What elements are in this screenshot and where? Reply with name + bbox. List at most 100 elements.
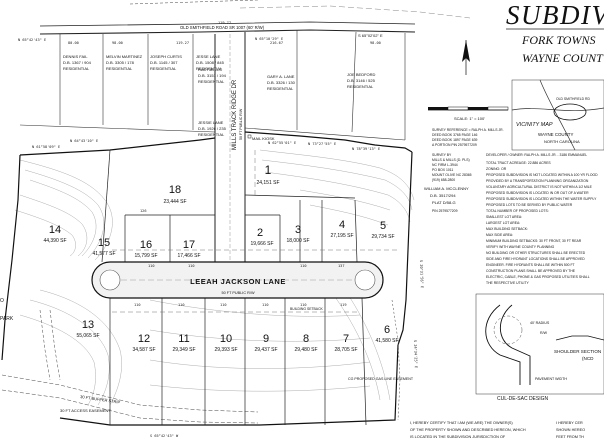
bearing-text: N 78°39'13" E xyxy=(352,147,380,151)
lot-number: 13 xyxy=(82,319,94,331)
lot-area: 17,466 SF xyxy=(177,253,200,259)
cul-de-sac-radius: 40' RADIUS xyxy=(530,321,550,325)
note-line: ZONING: OR xyxy=(486,167,507,171)
lot-15: 15 41,577 SF xyxy=(92,237,115,257)
mail-kiosk: MAIL KIOSK xyxy=(252,136,275,141)
lot-number: 9 xyxy=(263,333,269,345)
tract-boundary xyxy=(1,131,413,426)
bearing-text: N 62°55'01" E xyxy=(268,141,296,145)
general-notes: DEVELOPER / OWNER: RALPH A. MILLS JR. - … xyxy=(432,153,598,285)
bearing-labels: N 65°42'43" E N 65°10'29" E N 64°43'10" … xyxy=(18,37,424,438)
bearing-text: S 24°34'25" E xyxy=(413,340,418,368)
lot-area: 24,151 SF xyxy=(256,180,279,186)
note-line: SMALLEST LOT AREA: xyxy=(486,215,522,219)
surveyor-line: MOUNT OLIVE NC 28365 xyxy=(432,173,472,177)
lot-16: 16 15,799 SF xyxy=(134,239,157,259)
lot-number: 18 xyxy=(169,184,181,196)
certification-line: I, HEREBY CERTIFY THAT I AM (WE ARE) THE… xyxy=(410,421,513,425)
dimension: 126 xyxy=(140,209,147,213)
lot-12: 12 34,587 SF xyxy=(132,333,155,353)
lot-2: 2 19,666 SF xyxy=(250,227,273,247)
note-line: PROPOSED SUBDIVISION IS LOCATED IN OR OU… xyxy=(486,191,589,195)
bearing-text: S 20°31'56" E xyxy=(419,260,424,288)
certification-right-line: I HEREBY CER xyxy=(556,421,583,425)
lot-number: 17 xyxy=(183,239,195,251)
survey-note: SURVEY REFERENCE = RALPH A. MILLS JR. xyxy=(432,128,504,132)
lot-18: 18 23,444 SF xyxy=(163,184,186,205)
note-line: LARGEST LOT AREA: xyxy=(486,221,520,225)
lot-8: 8 29,480 SF xyxy=(294,333,317,353)
vicinity-title: VICINITY MAP xyxy=(516,122,553,128)
lot-number: 5 xyxy=(380,220,386,232)
lot-1: 1 24,151 SF xyxy=(256,163,279,186)
lot-area: 19,666 SF xyxy=(250,241,273,247)
cul-de-sac-title: CUL-DE-SAC DESIGN xyxy=(497,396,549,402)
plat-title: SUBDIVIS xyxy=(506,0,604,30)
gas-easement-label: CG PROPOSED GAS LINE EASEMENT xyxy=(348,377,414,381)
note-line: MAX BUILDING SETBACK: xyxy=(486,227,528,231)
lot-3: 3 18,000 SF xyxy=(286,224,309,244)
vicinity-map: OLD SMITHFIELD RD VICINITY MAP WAYNE COU… xyxy=(511,79,604,151)
surveyor-line: SURVEY BY xyxy=(432,153,452,157)
shoulder-title: SHOULDER SECTION xyxy=(554,349,601,354)
dimension: 119.77 xyxy=(218,21,231,25)
dimension: 110 xyxy=(262,303,269,307)
dimension: 137 xyxy=(338,264,345,268)
lot-5: 5 29,734 SF xyxy=(371,220,394,240)
shoulder-note: (NCD xyxy=(582,356,594,361)
township-text: FORK TOWNS xyxy=(521,33,595,47)
lot-area: 41,580 SF xyxy=(375,338,398,344)
note-line: THE RESPECTIVE UTILITY xyxy=(486,281,530,285)
adjacent-parcels xyxy=(19,30,406,141)
lot-area: 27,195 SF xyxy=(330,233,353,239)
dimension: 98.00 xyxy=(370,41,381,45)
note-line: SIDE AND FIRE HYDRANT LOCATIONS SHALL BE… xyxy=(486,257,585,261)
bearing-text: N 65°10'29" E xyxy=(255,37,283,41)
lot-number: 14 xyxy=(49,224,61,236)
note-line: VOLUNTARY AGRICULTURAL DISTRICT IS NOT W… xyxy=(486,185,593,189)
notes-heading: DEVELOPER / OWNER: RALPH A. MILLS JR. - … xyxy=(486,153,587,157)
note-line: TOTAL TRACT ACREAGE: 22.886 ACRES xyxy=(486,161,551,165)
owner-right-label: WILLIAM A. MCCLENNY D.B. 3517/294 PLAT D… xyxy=(424,186,469,205)
lot-9: 9 29,437 SF xyxy=(254,333,277,353)
lot-10: 10 29,393 SF xyxy=(214,333,237,353)
certification-line: IS LOCATED IN THE SUBDIVISION JURISDICTI… xyxy=(410,435,506,439)
lot-lines xyxy=(101,149,367,426)
lot-area: 23,444 SF xyxy=(163,199,186,205)
lot-14: 14 44,390 SF xyxy=(43,224,66,244)
survey-note: DEED BOOK 1897 PAGE 639 xyxy=(432,138,477,142)
survey-note: A PORTION PIN 2579577209 xyxy=(432,143,477,147)
note-line: PROPOSED SUBDIVISION IS NOT LOCATED WITH… xyxy=(486,173,598,177)
lot-number: 4 xyxy=(339,219,345,231)
dimension: 110 xyxy=(178,303,185,307)
note-line: ENGINEER. FIRE HYDRANTS SHALL BE WITHIN … xyxy=(486,263,575,267)
main-street-rw: 50 FT PUBLIC R/W xyxy=(221,291,254,295)
note-line: CONSTRUCTION PLANS SHALL BE APPROVED BY … xyxy=(486,269,576,273)
pin-text: PIN 2579577209 xyxy=(432,209,458,213)
owner-deed: D.B. 3517/294 xyxy=(430,193,456,198)
note-line: PROVIDED BY A TRANSPORTATION PLANNING OR… xyxy=(486,179,589,183)
note-line: PROPOSED LOTS TO BE SERVED BY PUBLIC WAT… xyxy=(486,203,573,207)
dimension: 80.00 xyxy=(68,41,79,45)
lot-number: 7 xyxy=(343,333,349,345)
dimension-labels: 119.27 216.67 98.00 98.00 80.00 119.77 1… xyxy=(68,21,381,307)
surveyor-block: SURVEY REFERENCE = RALPH A. MILLS JR. DE… xyxy=(432,128,504,182)
lot-area: 29,480 SF xyxy=(294,347,317,353)
side-street-name: MILLS TRACK RIDGE DR xyxy=(232,79,238,150)
bearing-text: N 64°43'10" E xyxy=(70,139,98,143)
lot-number: 10 xyxy=(220,333,232,345)
road-top-label: OLD SMITHFIELD ROAD SR 1007 (60' R/W) xyxy=(180,25,265,30)
dimension: 110 xyxy=(220,303,227,307)
dimension: 110 xyxy=(148,264,155,268)
certification-line: OF THE PROPERTY SHOWN AND DESCRIBED HERE… xyxy=(410,428,526,432)
lot-number: 6 xyxy=(384,324,390,336)
side-street-rw: 50 FT PUBLIC R/W xyxy=(239,108,243,140)
county-text: WAYNE COUNT xyxy=(522,51,604,65)
building-setback-label: BUILDING SETBACK xyxy=(290,307,324,311)
cul-de-sac-rw: R/W xyxy=(540,331,548,335)
cul-de-sac-pavement: PAVEMENT WIDTH xyxy=(535,377,567,381)
certification-right-line: FEET FROM TH xyxy=(556,435,584,439)
